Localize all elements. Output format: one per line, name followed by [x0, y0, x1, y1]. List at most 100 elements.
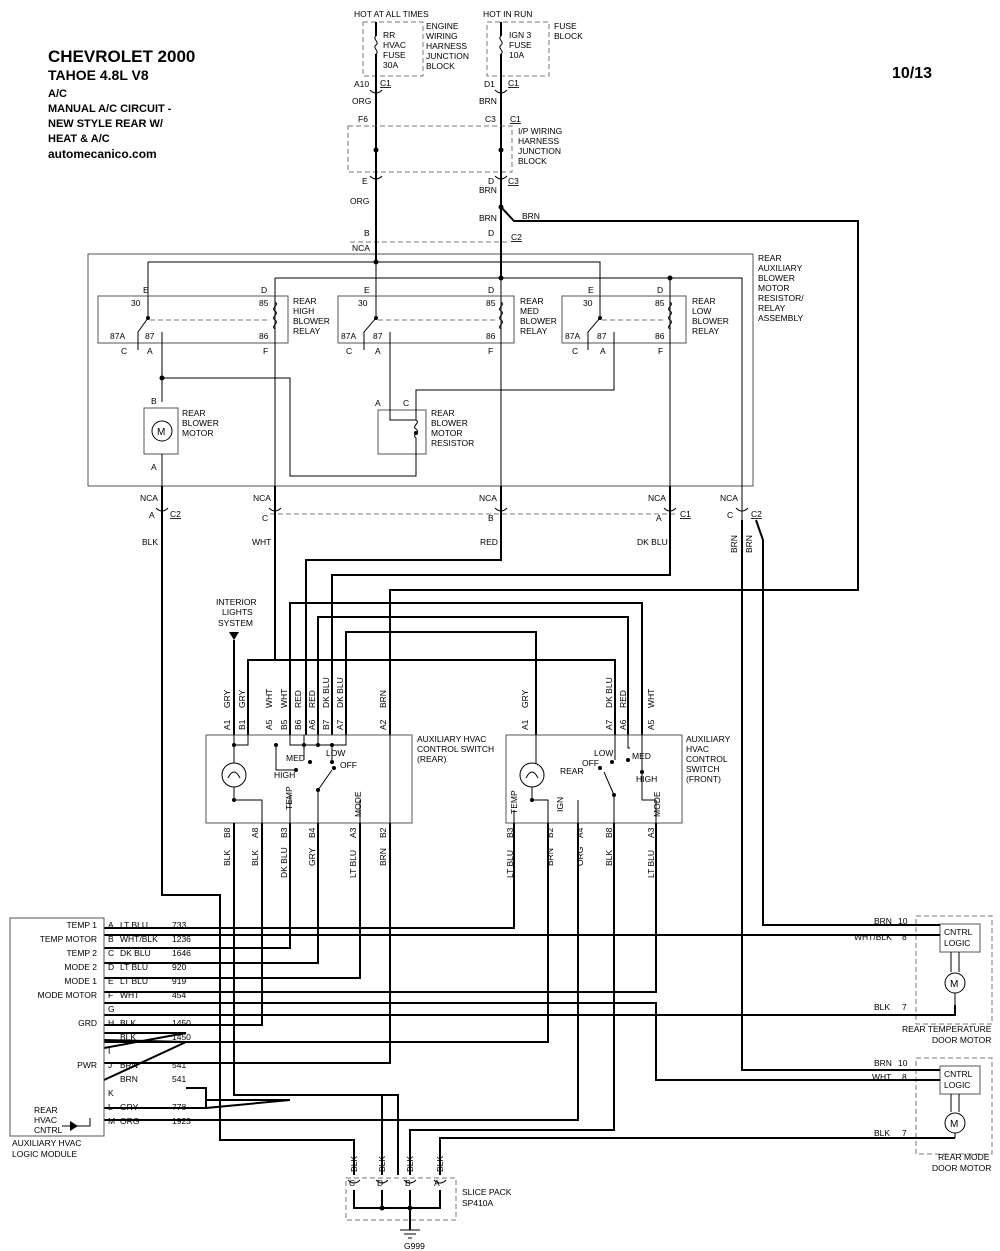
- svg-text:C1: C1: [508, 78, 519, 88]
- svg-text:F: F: [263, 346, 268, 356]
- svg-text:B2: B2: [378, 827, 388, 838]
- svg-text:30: 30: [131, 298, 141, 308]
- svg-text:MODE: MODE: [353, 791, 363, 817]
- svg-text:HOT AT ALL TIMES: HOT AT ALL TIMES: [354, 9, 429, 19]
- svg-text:REAR MODE: REAR MODE: [938, 1152, 990, 1162]
- svg-text:A6: A6: [618, 719, 628, 730]
- svg-text:87A: 87A: [341, 331, 356, 341]
- rear-blower-motor: B M REAR BLOWER MOTOR A: [143, 396, 219, 486]
- svg-text:GRY: GRY: [222, 689, 232, 708]
- module-pin-function: TEMP 2: [66, 948, 97, 958]
- svg-text:NCA: NCA: [648, 493, 666, 503]
- module-pin-color: LT BLU: [120, 976, 148, 986]
- svg-text:BRN: BRN: [479, 185, 497, 195]
- svg-text:HIGH: HIGH: [293, 306, 314, 316]
- svg-text:A: A: [375, 398, 381, 408]
- svg-text:A1: A1: [222, 719, 232, 730]
- svg-text:NCA: NCA: [253, 493, 271, 503]
- svg-text:A7: A7: [604, 719, 614, 730]
- svg-text:B4: B4: [307, 827, 317, 838]
- svg-text:A: A: [375, 346, 381, 356]
- svg-text:TEMP: TEMP: [509, 790, 519, 814]
- svg-text:REAR: REAR: [692, 296, 716, 306]
- site-label: automecanico.com: [48, 147, 157, 161]
- svg-text:TAHOE 4.8L V8: TAHOE 4.8L V8: [48, 67, 149, 83]
- relay-low: E D 30 85 87A 87 86 C A F REAR LOW BLOWE…: [565, 285, 729, 356]
- svg-text:HEAT & A/C: HEAT & A/C: [48, 133, 110, 145]
- svg-text:RED: RED: [480, 537, 498, 547]
- svg-text:I/P WIRING: I/P WIRING: [518, 126, 562, 136]
- svg-text:87: 87: [145, 331, 155, 341]
- svg-text:BLOWER: BLOWER: [520, 316, 557, 326]
- svg-text:IGN 3: IGN 3: [509, 30, 531, 40]
- module-pin-function: PWR: [77, 1060, 97, 1070]
- svg-text:LOW: LOW: [692, 306, 711, 316]
- svg-text:85: 85: [259, 298, 269, 308]
- svg-text:C1: C1: [380, 78, 391, 88]
- module-pin-circuit: 1450: [172, 1018, 191, 1028]
- module-pin-function: GRD: [78, 1018, 97, 1028]
- svg-text:LT BLU: LT BLU: [505, 850, 515, 878]
- module-pin-circuit: 919: [172, 976, 186, 986]
- svg-text:10A: 10A: [509, 50, 524, 60]
- svg-text:ORG: ORG: [350, 196, 369, 206]
- svg-text:AUXILIARY HVAC: AUXILIARY HVAC: [12, 1138, 81, 1148]
- svg-text:(FRONT): (FRONT): [686, 774, 721, 784]
- svg-text:E: E: [362, 176, 368, 186]
- svg-text:REAR: REAR: [520, 296, 544, 306]
- svg-text:B3: B3: [505, 827, 515, 838]
- page-number: 10/13: [892, 65, 932, 82]
- module-pin-letter: E: [108, 976, 114, 986]
- svg-text:A: A: [434, 1178, 440, 1188]
- rear-blower-relay-assembly: B D C2 NCA REAR AUXILIARY BLOWER MOTOR R…: [87, 228, 804, 520]
- svg-text:B6: B6: [293, 719, 303, 730]
- diagram-title: CHEVROLET 2000 TAHOE 4.8L V8 A/C MANUAL …: [48, 47, 195, 161]
- svg-text:WHT: WHT: [264, 689, 274, 708]
- svg-text:B8: B8: [222, 827, 232, 838]
- assembly-output-connector: NCA NCA NCA NCA NCA A C2 C B A C1 C C2 B…: [140, 493, 762, 553]
- svg-text:MOTOR: MOTOR: [758, 283, 789, 293]
- svg-text:BLOWER: BLOWER: [293, 316, 330, 326]
- module-pin-color: WHT/BLK: [120, 934, 158, 944]
- svg-text:BRN: BRN: [479, 96, 497, 106]
- svg-text:REAR: REAR: [34, 1105, 58, 1115]
- svg-text:FUSE: FUSE: [509, 40, 532, 50]
- svg-text:A5: A5: [264, 719, 274, 730]
- svg-text:A7: A7: [335, 719, 345, 730]
- svg-text:ASSEMBLY: ASSEMBLY: [758, 313, 804, 323]
- svg-text:DOOR MOTOR: DOOR MOTOR: [932, 1163, 991, 1173]
- module-pin-letter: F: [108, 990, 113, 1000]
- module-pin-letter: D: [108, 962, 114, 972]
- svg-text:A5: A5: [646, 719, 656, 730]
- svg-text:RED: RED: [618, 690, 628, 708]
- svg-text:A1: A1: [520, 719, 530, 730]
- svg-text:86: 86: [655, 331, 665, 341]
- svg-text:B1: B1: [237, 719, 247, 730]
- svg-text:86: 86: [486, 331, 496, 341]
- svg-text:B: B: [151, 396, 157, 406]
- svg-text:ORG: ORG: [575, 847, 585, 866]
- svg-text:C3: C3: [508, 176, 519, 186]
- svg-text:RELAY: RELAY: [293, 326, 321, 336]
- module-pin-letter: M: [108, 1116, 115, 1126]
- svg-text:WHT: WHT: [646, 689, 656, 708]
- svg-text:RED: RED: [293, 690, 303, 708]
- module-pin-color: BLK: [120, 1032, 136, 1042]
- svg-text:HVAC: HVAC: [383, 40, 406, 50]
- svg-text:A2: A2: [378, 719, 388, 730]
- svg-text:M: M: [157, 427, 165, 438]
- relay-high: E D 30 85 87A 87 86 C A F REAR HIGH BLOW…: [110, 285, 330, 356]
- svg-text:C2: C2: [170, 509, 181, 519]
- svg-text:INTERIOR: INTERIOR: [216, 597, 257, 607]
- svg-text:E: E: [588, 285, 594, 295]
- svg-text:CONTROL SWITCH: CONTROL SWITCH: [417, 744, 494, 754]
- svg-text:HVAC: HVAC: [686, 744, 709, 754]
- module-pin-function: TEMP 1: [66, 920, 97, 930]
- module-pin-letter: A: [108, 920, 114, 930]
- svg-text:D1: D1: [484, 79, 495, 89]
- svg-text:LIGHTS: LIGHTS: [222, 607, 253, 617]
- svg-text:C1: C1: [510, 114, 521, 124]
- svg-text:SP410A: SP410A: [462, 1198, 494, 1208]
- svg-text:NCA: NCA: [140, 493, 158, 503]
